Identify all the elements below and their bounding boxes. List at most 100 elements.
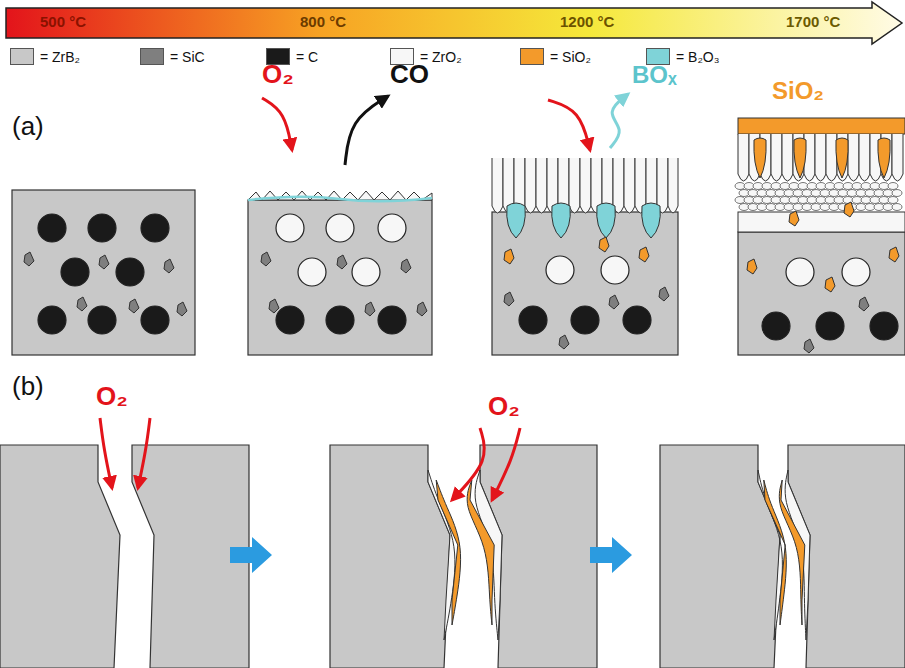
zro2-grain — [807, 183, 817, 190]
zro2-grain — [852, 197, 862, 204]
silica-grain — [789, 211, 799, 226]
carbon-particle — [141, 306, 169, 334]
legend-text: = SiC — [170, 49, 205, 65]
sic-grain — [417, 302, 427, 316]
carbon-particle — [38, 306, 66, 334]
legend-text: = ZrO₂ — [420, 49, 462, 65]
step-arrow — [230, 537, 272, 573]
crack-sealing — [0, 418, 905, 668]
pore — [786, 258, 814, 286]
zro2-grain — [793, 204, 803, 211]
zro2-grain — [748, 190, 758, 197]
step-arrow — [590, 537, 632, 573]
zro2-layer — [738, 212, 905, 232]
zro2-grain — [838, 190, 848, 197]
zro2-grain — [883, 190, 893, 197]
silica-scale — [436, 480, 460, 625]
zro2-grain — [825, 197, 835, 204]
silica-pocket — [836, 138, 848, 178]
zro2-grain — [874, 190, 884, 197]
carbon-particle — [88, 214, 116, 242]
sic-grain — [804, 339, 814, 353]
zro2-grain — [735, 183, 745, 190]
oxidation-panels — [12, 94, 905, 355]
legend-entry: = ZrB₂ — [10, 48, 80, 65]
oxygen-arrow — [138, 418, 150, 488]
oxygen-arrow — [492, 428, 520, 500]
zro2-grain — [892, 190, 902, 197]
boria-arrow — [610, 94, 628, 148]
sic-grain — [659, 287, 669, 301]
carbon-particle — [816, 312, 844, 340]
zro2-grain — [843, 183, 853, 190]
zro2-grain — [753, 183, 763, 190]
zro2-grain — [883, 204, 893, 211]
temperature-label: 800 °C — [300, 14, 346, 31]
sic-grain — [77, 297, 87, 311]
crack-wall — [330, 445, 450, 668]
pore — [546, 256, 574, 284]
silica-pocket — [754, 138, 766, 178]
carbon-particle — [88, 306, 116, 334]
sic-grain — [177, 302, 187, 316]
pore — [298, 258, 326, 286]
legend-text: = SiO₂ — [550, 49, 591, 65]
zro2-grain — [856, 204, 866, 211]
zro2-grain — [825, 183, 835, 190]
zro2-grain — [847, 190, 857, 197]
zro2-grain — [861, 197, 871, 204]
legend-swatch — [646, 48, 670, 65]
boria-film — [248, 197, 432, 202]
silica-pocket — [878, 138, 890, 178]
silica-scale — [467, 480, 494, 625]
oxygen-arrow — [100, 418, 112, 488]
co-arrow — [345, 96, 388, 165]
zro2-grain — [802, 190, 812, 197]
zro2-grain — [888, 197, 898, 204]
legend-entry: = ZrO₂ — [390, 48, 462, 65]
oxygen-arrow — [548, 100, 590, 150]
carbon-particle — [116, 258, 144, 286]
zro2-column — [536, 158, 547, 213]
zro2-grain — [744, 183, 754, 190]
crack-wall — [0, 445, 120, 668]
zro2-grain — [789, 197, 799, 204]
panel-label: (b) — [12, 372, 44, 401]
zro2-grain — [753, 197, 763, 204]
pore — [601, 256, 629, 284]
zro2-grain — [744, 197, 754, 204]
sic-grain — [365, 302, 375, 316]
pore — [326, 214, 354, 242]
zro2-grain — [757, 204, 767, 211]
species-label: SiO₂ — [772, 78, 824, 104]
zro2-grain — [834, 197, 844, 204]
zro2-column — [859, 134, 870, 181]
zro2-grain — [892, 204, 902, 211]
zro2-grain — [735, 197, 745, 204]
sic-grain — [99, 255, 109, 269]
zro2-grain — [811, 204, 821, 211]
zro2-grain — [775, 204, 785, 211]
legend-entry: = SiO₂ — [520, 48, 591, 65]
zro2-grain — [879, 197, 889, 204]
zro2-grain — [784, 204, 794, 211]
boria-droplet — [642, 203, 661, 238]
carbon-particle — [61, 258, 89, 286]
carbon-particle — [519, 306, 547, 334]
temperature-label: 1200 °C — [560, 14, 614, 31]
legend-swatch — [140, 48, 164, 65]
zro2-column — [525, 158, 536, 213]
zro2-grain — [888, 183, 898, 190]
carbon-particle — [571, 306, 599, 334]
zro2-column — [848, 134, 859, 181]
species-label: O₂ — [96, 382, 128, 411]
zro2-grain — [762, 183, 772, 190]
zro2-grain — [834, 183, 844, 190]
zro2-grain — [861, 183, 871, 190]
crack-wall — [660, 445, 780, 668]
carbon-particle — [870, 312, 898, 340]
carbon-particle — [276, 306, 304, 334]
legend-swatch — [390, 48, 414, 65]
oxygen-arrow — [452, 428, 484, 500]
zro2-column — [738, 134, 749, 181]
